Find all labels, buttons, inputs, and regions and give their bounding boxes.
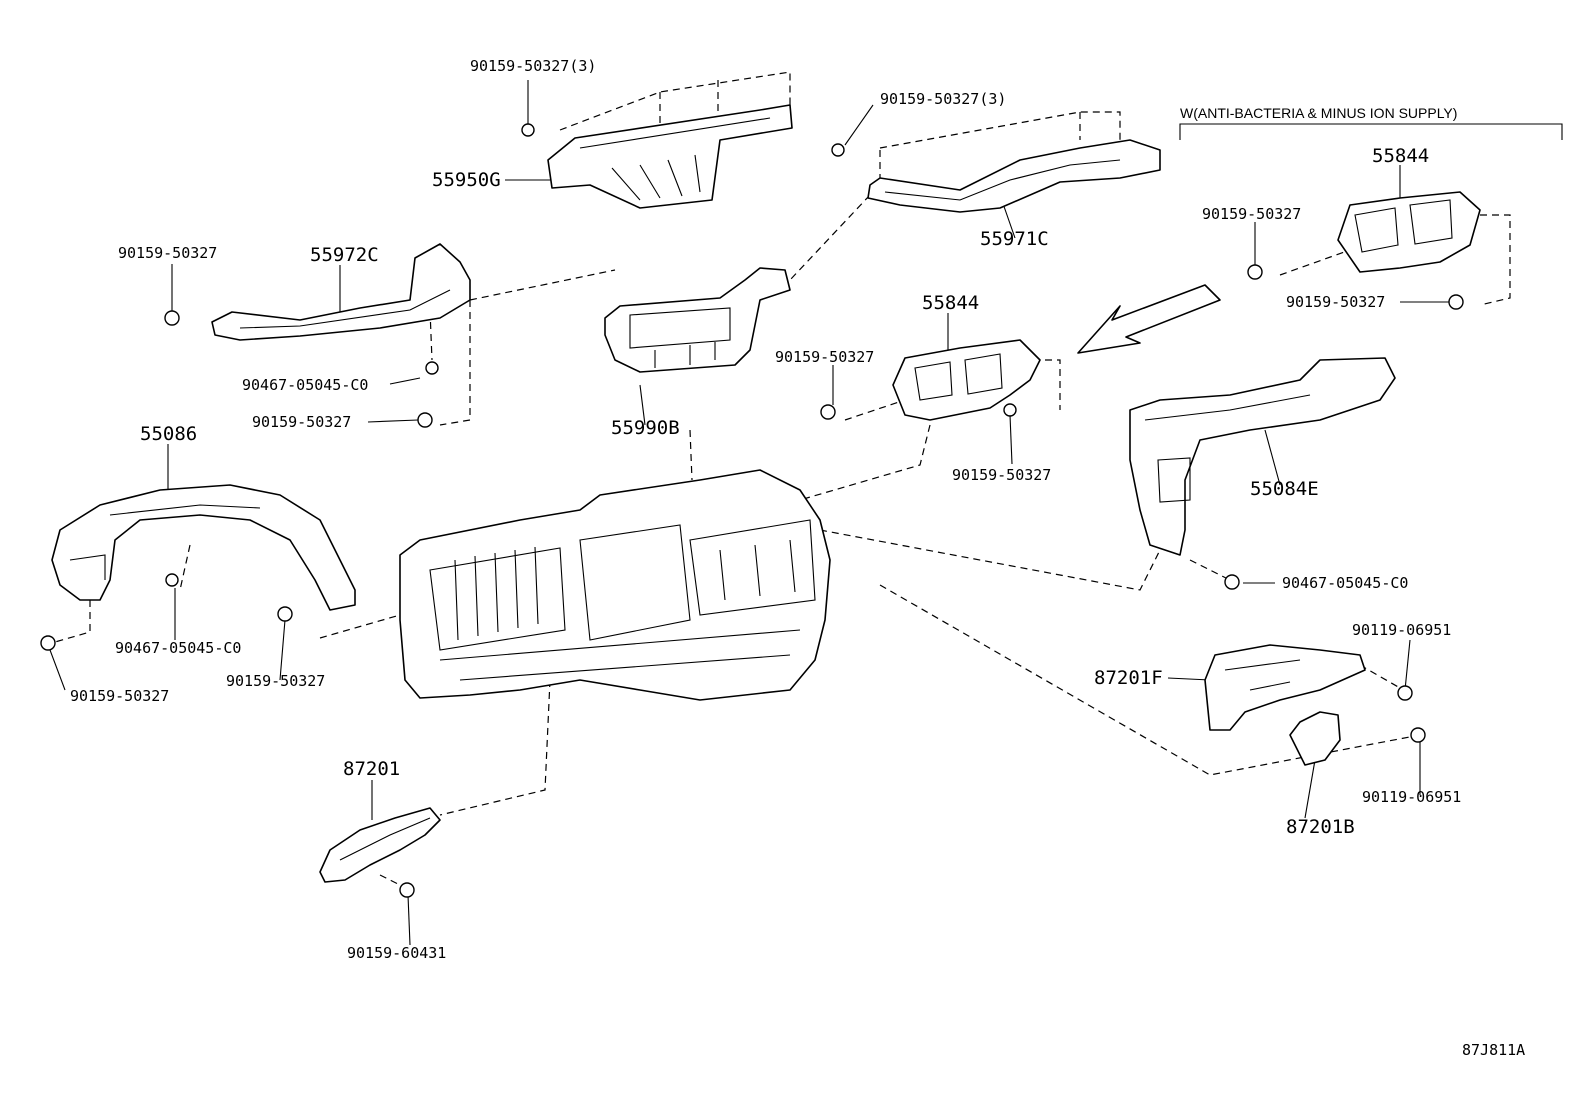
diagram-code: 87J811A xyxy=(1462,1041,1525,1059)
fastener-icon xyxy=(165,573,179,587)
part-label-55950G[interactable]: 55950G xyxy=(432,169,501,191)
part-label-55086[interactable]: 55086 xyxy=(140,423,197,445)
part-label-90159-60431[interactable]: 90159-60431 xyxy=(347,944,446,962)
connector-lines xyxy=(54,71,1511,886)
part-label-90159-50327-3[interactable]: 90159-50327(3) xyxy=(470,57,596,75)
part-55084E-duct[interactable] xyxy=(1129,357,1396,556)
part-hvac-unit xyxy=(399,469,831,701)
fasteners xyxy=(40,123,1464,898)
fastener-icon xyxy=(820,404,836,420)
fastener-icon xyxy=(417,412,433,428)
part-label-90159-50327[interactable]: 90159-50327 xyxy=(70,687,169,705)
part-label-90159-50327-3[interactable]: 90159-50327(3) xyxy=(880,90,1006,108)
part-87201-duct[interactable] xyxy=(319,807,441,883)
part-label-55844[interactable]: 55844 xyxy=(1372,145,1429,167)
part-label-90159-50327[interactable]: 90159-50327 xyxy=(775,348,874,366)
part-label-90159-50327[interactable]: 90159-50327 xyxy=(252,413,351,431)
part-label-55844[interactable]: 55844 xyxy=(922,292,979,314)
part-87201F-duct[interactable] xyxy=(1204,644,1366,731)
fastener-icon xyxy=(277,606,293,622)
part-55972C-duct[interactable] xyxy=(211,243,471,341)
part-55971C-duct[interactable] xyxy=(867,139,1161,213)
part-87201B-duct[interactable] xyxy=(1289,711,1341,766)
part-label-90467-05045-C0[interactable]: 90467-05045-C0 xyxy=(115,639,241,657)
part-55844-right[interactable] xyxy=(1337,191,1481,273)
part-label-90467-05045-C0[interactable]: 90467-05045-C0 xyxy=(1282,574,1408,592)
fastener-icon xyxy=(1247,264,1263,280)
part-label-90159-50327[interactable]: 90159-50327 xyxy=(118,244,217,262)
part-label-55972C[interactable]: 55972C xyxy=(310,244,379,266)
part-label-90467-05045-C0[interactable]: 90467-05045-C0 xyxy=(242,376,368,394)
direction-arrow-icon xyxy=(1077,284,1221,354)
part-label-90159-50327[interactable]: 90159-50327 xyxy=(226,672,325,690)
fastener-icon xyxy=(399,882,415,898)
fastener-icon xyxy=(521,123,535,137)
fastener-icon xyxy=(164,310,180,326)
part-label-90159-50327[interactable]: 90159-50327 xyxy=(1286,293,1385,311)
part-55844-center[interactable] xyxy=(892,339,1041,421)
part-55990B-register[interactable] xyxy=(604,267,791,373)
part-label-90159-50327[interactable]: 90159-50327 xyxy=(1202,205,1301,223)
part-label-87201[interactable]: 87201 xyxy=(343,758,400,780)
part-55950G-duct[interactable] xyxy=(547,104,793,209)
fastener-icon xyxy=(831,143,845,157)
fastener-icon xyxy=(1410,727,1426,743)
part-label-90119-06951[interactable]: 90119-06951 xyxy=(1352,621,1451,639)
part-label-55990B[interactable]: 55990B xyxy=(611,417,680,439)
fastener-icon xyxy=(40,635,56,651)
part-label-90119-06951[interactable]: 90119-06951 xyxy=(1362,788,1461,806)
fastener-icon xyxy=(1448,294,1464,310)
part-55086-duct[interactable] xyxy=(51,484,356,611)
fastener-icon xyxy=(1003,403,1017,417)
fastener-icon xyxy=(1224,574,1240,590)
part-label-55084E[interactable]: 55084E xyxy=(1250,478,1319,500)
fastener-icon xyxy=(425,361,439,375)
part-label-90159-50327[interactable]: 90159-50327 xyxy=(952,466,1051,484)
part-label-87201B[interactable]: 87201B xyxy=(1286,816,1355,838)
fastener-icon xyxy=(1397,685,1413,701)
part-label-55971C[interactable]: 55971C xyxy=(980,228,1049,250)
header-note-bracket xyxy=(1179,123,1563,140)
part-label-87201F[interactable]: 87201F xyxy=(1094,667,1163,689)
header-note: W(ANTI-BACTERIA & MINUS ION SUPPLY) xyxy=(1180,105,1457,121)
